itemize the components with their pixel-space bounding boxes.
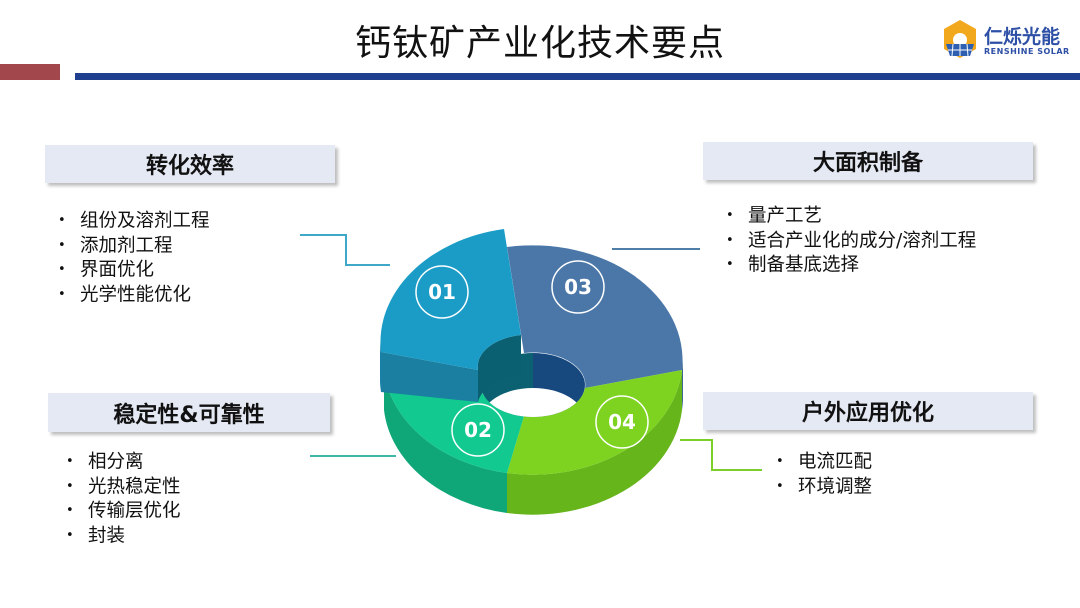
list-item: •传输层优化 [66,500,181,522]
list-item: •组份及溶剂工程 [58,210,210,232]
accent-bar [0,64,60,80]
heading-outdoor-optimization: 户外应用优化 [703,392,1033,430]
list-large-area-fabrication: •量产工艺 •适合产业化的成分/溶剂工程 •制备基底选择 [726,204,976,278]
list-conversion-efficiency: •组份及溶剂工程 •添加剂工程 •界面优化 •光学性能优化 [58,209,210,308]
list-item: •量产工艺 [726,205,823,227]
connector-04 [680,439,762,471]
logo-sun-panel-icon [944,20,976,58]
segment-04-side [507,370,682,515]
list-item: •光热稳定性 [66,476,181,498]
heading-stability-reliability: 稳定性&可靠性 [48,393,330,432]
logo-name-en: RENSHINE SOLAR [984,47,1070,56]
company-logo: 仁烁光能 RENSHINE SOLAR [940,16,1075,66]
logo-name-cn: 仁烁光能 [984,26,1061,48]
segment-01 [380,229,521,402]
connector-01 [300,234,390,266]
list-item: •添加剂工程 [58,235,173,257]
list-item: •封装 [66,525,126,547]
heading-conversion-efficiency: 转化效率 [45,145,335,183]
list-item: •电流匹配 [776,451,873,473]
header-rule [75,73,1080,80]
segment-label-03: 03 [564,275,592,299]
segment-label-02: 02 [464,418,492,442]
segment-03-top [507,245,683,388]
segment-04-top [507,370,682,475]
list-item: •光学性能优化 [58,284,192,306]
list-item: •环境调整 [776,476,873,498]
list-stability-reliability: •相分离 •光热稳定性 •传输层优化 •封装 [66,450,181,549]
list-item: •界面优化 [58,259,155,281]
page-title: 钙钛矿产业化技术要点 [354,23,725,64]
segment-label-04: 04 [608,410,636,434]
segment-label-01: 01 [428,280,456,304]
list-item: •制备基底选择 [726,254,860,276]
heading-large-area-fabrication: 大面积制备 [703,142,1033,180]
segment-02-side [384,370,507,513]
list-item: •相分离 [66,451,144,473]
list-item: •适合产业化的成分/溶剂工程 [726,230,977,252]
segment-03-side [682,360,683,410]
list-outdoor-optimization: •电流匹配 •环境调整 [776,450,872,499]
